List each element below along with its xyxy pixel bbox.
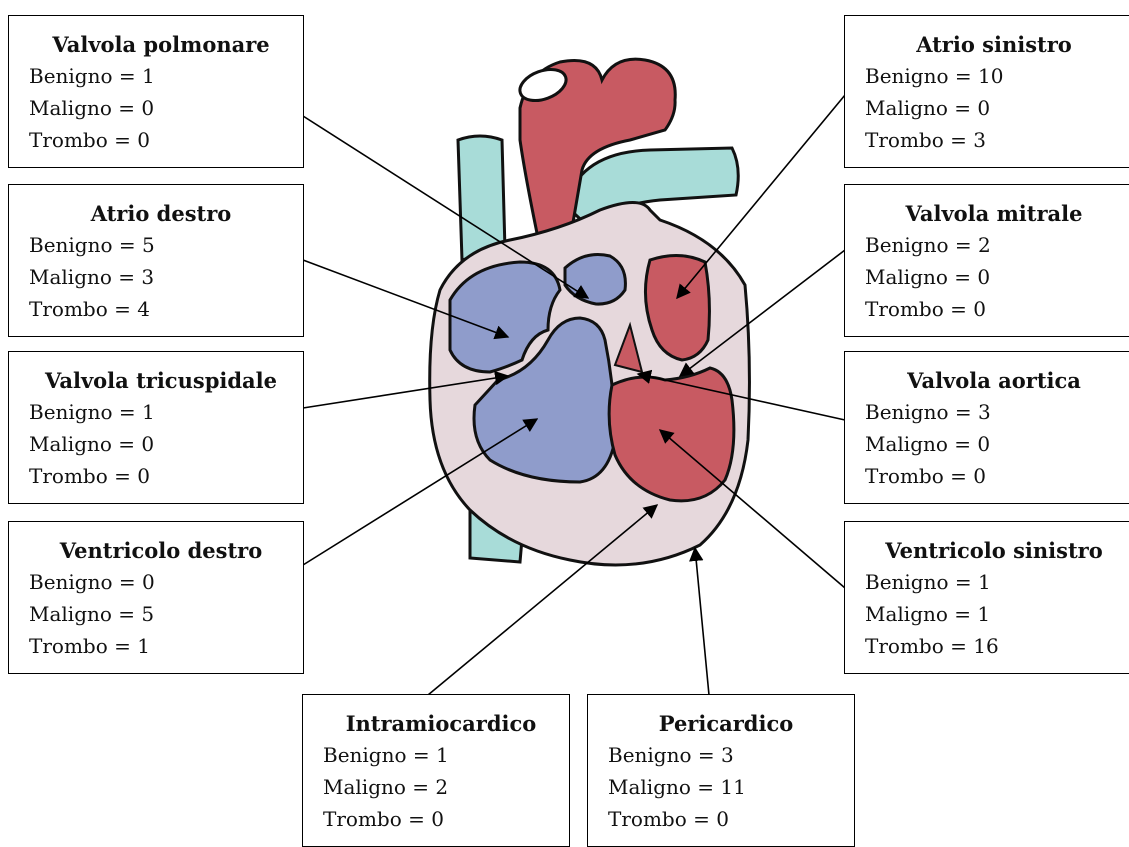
box-ventricolo-sinistro: Ventricolo sinistro Benigno = 1 Maligno … bbox=[844, 521, 1129, 674]
box-title: Pericardico bbox=[608, 709, 844, 739]
row-benigno: Benigno = 0 bbox=[29, 566, 293, 598]
box-title: Valvola tricuspidale bbox=[29, 366, 293, 396]
row-benigno: Benigno = 10 bbox=[865, 60, 1123, 92]
box-title: Valvola aortica bbox=[865, 366, 1123, 396]
box-ventricolo-destro: Ventricolo destro Benigno = 0 Maligno = … bbox=[8, 521, 304, 674]
row-maligno: Maligno = 0 bbox=[865, 428, 1123, 460]
row-benigno: Benigno = 1 bbox=[29, 60, 293, 92]
row-trombo: Trombo = 3 bbox=[865, 124, 1123, 156]
row-maligno: Maligno = 11 bbox=[608, 771, 844, 803]
row-benigno: Benigno = 1 bbox=[865, 566, 1123, 598]
row-benigno: Benigno = 1 bbox=[29, 396, 293, 428]
row-trombo: Trombo = 4 bbox=[29, 293, 293, 325]
row-maligno: Maligno = 0 bbox=[865, 92, 1123, 124]
box-intramiocardico: Intramiocardico Benigno = 1 Maligno = 2 … bbox=[302, 694, 570, 847]
box-valvola-aortica: Valvola aortica Benigno = 3 Maligno = 0 … bbox=[844, 351, 1129, 504]
box-valvola-mitrale: Valvola mitrale Benigno = 2 Maligno = 0 … bbox=[844, 184, 1129, 337]
box-title: Valvola polmonare bbox=[29, 30, 293, 60]
row-trombo: Trombo = 0 bbox=[865, 460, 1123, 492]
row-trombo: Trombo = 0 bbox=[865, 293, 1123, 325]
row-trombo: Trombo = 0 bbox=[608, 803, 844, 835]
row-trombo: Trombo = 0 bbox=[323, 803, 559, 835]
box-valvola-tricuspidale: Valvola tricuspidale Benigno = 1 Maligno… bbox=[8, 351, 304, 504]
row-benigno: Benigno = 3 bbox=[865, 396, 1123, 428]
row-maligno: Maligno = 3 bbox=[29, 261, 293, 293]
box-pericardico: Pericardico Benigno = 3 Maligno = 11 Tro… bbox=[587, 694, 855, 847]
arrow-pericardico bbox=[695, 548, 709, 695]
row-benigno: Benigno = 2 bbox=[865, 229, 1123, 261]
box-atrio-destro: Atrio destro Benigno = 5 Maligno = 3 Tro… bbox=[8, 184, 304, 337]
row-trombo: Trombo = 1 bbox=[29, 630, 293, 662]
row-maligno: Maligno = 0 bbox=[29, 92, 293, 124]
row-maligno: Maligno = 1 bbox=[865, 598, 1123, 630]
row-trombo: Trombo = 0 bbox=[29, 460, 293, 492]
row-trombo: Trombo = 0 bbox=[29, 124, 293, 156]
box-title: Valvola mitrale bbox=[865, 199, 1123, 229]
box-title: Atrio sinistro bbox=[865, 30, 1123, 60]
box-title: Ventricolo destro bbox=[29, 536, 293, 566]
row-maligno: Maligno = 0 bbox=[865, 261, 1123, 293]
row-benigno: Benigno = 5 bbox=[29, 229, 293, 261]
box-valvola-polmonare: Valvola polmonare Benigno = 1 Maligno = … bbox=[8, 15, 304, 168]
box-atrio-sinistro: Atrio sinistro Benigno = 10 Maligno = 0 … bbox=[844, 15, 1129, 168]
box-title: Ventricolo sinistro bbox=[865, 536, 1123, 566]
row-maligno: Maligno = 5 bbox=[29, 598, 293, 630]
row-benigno: Benigno = 1 bbox=[323, 739, 559, 771]
row-maligno: Maligno = 2 bbox=[323, 771, 559, 803]
box-title: Atrio destro bbox=[29, 199, 293, 229]
row-benigno: Benigno = 3 bbox=[608, 739, 844, 771]
row-trombo: Trombo = 16 bbox=[865, 630, 1123, 662]
row-maligno: Maligno = 0 bbox=[29, 428, 293, 460]
box-title: Intramiocardico bbox=[323, 709, 559, 739]
